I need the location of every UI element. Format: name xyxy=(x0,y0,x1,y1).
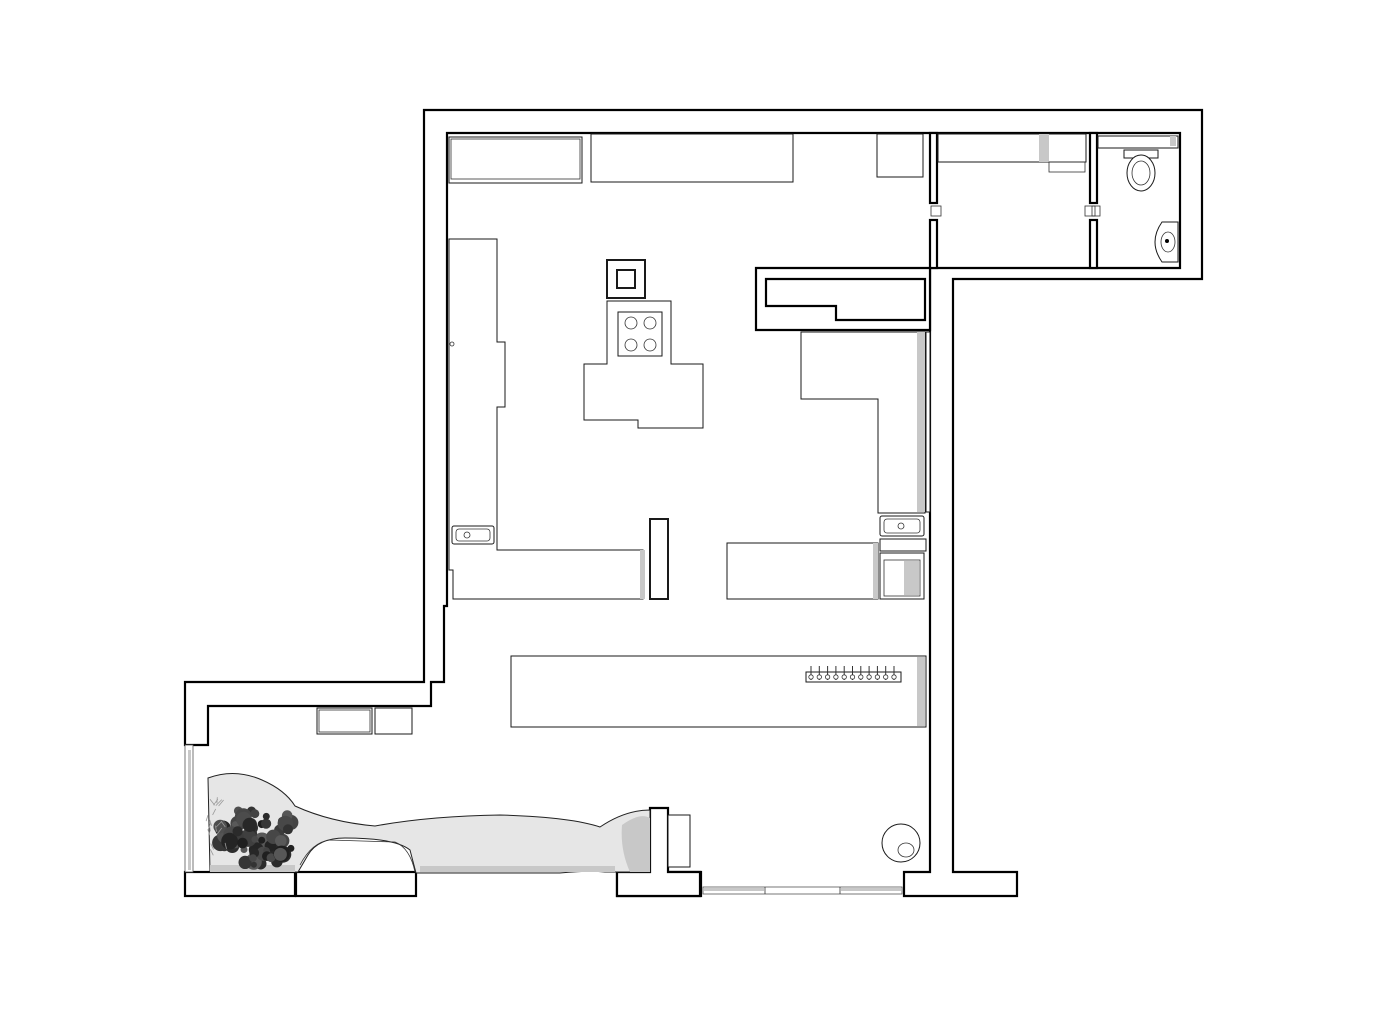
rack-peg-head xyxy=(866,674,872,680)
tree-branch xyxy=(209,849,214,856)
tree-leaf xyxy=(213,819,227,834)
toilet-shelf xyxy=(1097,135,1179,149)
tree-branch xyxy=(214,825,217,832)
sink-icon-right xyxy=(879,515,925,537)
tree-leaf xyxy=(275,835,287,847)
tree-leaf xyxy=(237,837,248,849)
rack-peg-head xyxy=(841,674,847,680)
rack-peg-head xyxy=(849,674,856,680)
storage-shelf-shade xyxy=(1039,134,1049,162)
bottom-wall-mid xyxy=(294,870,418,898)
tree-branch xyxy=(224,842,227,849)
tree-leaf xyxy=(242,817,257,833)
storage-box xyxy=(1048,161,1086,173)
tree-leaf xyxy=(250,861,257,868)
partition-wall-toilet xyxy=(1088,131,1099,205)
bottom-wall-left xyxy=(183,870,297,898)
rack-peg-head xyxy=(858,674,864,680)
tree-leaf xyxy=(287,844,295,852)
rack-peg-head xyxy=(891,674,897,680)
tree-branch xyxy=(209,819,213,827)
left-counter-with-sink xyxy=(448,238,645,600)
partition-wall-storage-low xyxy=(928,218,939,270)
tree-branch xyxy=(209,798,216,806)
appliance-box xyxy=(876,133,924,178)
range-hood xyxy=(606,259,646,299)
tree-branch xyxy=(212,808,217,816)
tree-leaf xyxy=(261,818,272,829)
storage-wall-block xyxy=(754,266,932,332)
washing-machine xyxy=(879,552,925,600)
kitchen-island-with-cooktop xyxy=(583,300,704,429)
tree-leaf xyxy=(258,836,266,844)
toilet-shelf-shade xyxy=(1170,136,1176,146)
tree-leaf xyxy=(262,812,270,820)
rack-peg-head xyxy=(874,674,881,680)
rack-peg-head xyxy=(833,674,839,680)
top-cabinet-left-inner xyxy=(450,138,581,180)
rack-peg-head xyxy=(883,674,889,680)
storage-door-hinge xyxy=(930,205,1096,217)
central-column xyxy=(649,518,669,600)
tree-leaf xyxy=(251,836,259,843)
top-cabinet-left xyxy=(448,136,583,184)
top-cabinet-center xyxy=(590,133,794,183)
tree-leaf xyxy=(250,809,260,819)
tree-leaf xyxy=(249,854,257,862)
rack-peg-head xyxy=(816,674,822,680)
rack-peg-head xyxy=(808,674,814,680)
round-table xyxy=(881,823,921,863)
storage-room xyxy=(930,133,1096,217)
right-counter-with-sink xyxy=(726,331,931,600)
exterior-walls xyxy=(183,108,1204,898)
washbasin-icon xyxy=(1154,221,1179,263)
planter-bed-with-tree xyxy=(205,773,651,874)
long-bench-table xyxy=(510,655,927,728)
sink-icon-left xyxy=(451,525,495,545)
tree-icon xyxy=(205,797,299,870)
tree-branch xyxy=(218,799,224,807)
top-cabinets xyxy=(448,133,924,184)
tree-leaf xyxy=(232,826,243,837)
tree-branch xyxy=(209,825,211,832)
toilet-icon xyxy=(1123,149,1159,192)
partition-wall-storage xyxy=(928,131,939,205)
partition-wall-toilet-low xyxy=(1088,218,1099,270)
toilet-door-hinge xyxy=(1091,205,1101,217)
tree-leaf xyxy=(283,824,293,835)
storage-shelf xyxy=(937,133,1087,163)
outer-wall xyxy=(183,108,1204,898)
rack-peg-head xyxy=(824,674,831,680)
entrance-door[interactable] xyxy=(702,886,903,895)
tree-leaf xyxy=(266,853,276,863)
tree-branch xyxy=(215,821,222,828)
rack-pegs xyxy=(808,666,897,680)
tree-branch xyxy=(205,814,209,822)
tree-branch xyxy=(207,829,211,836)
toilet-room xyxy=(1091,135,1179,263)
low-cabinets xyxy=(316,707,413,735)
cooktop-icon xyxy=(617,311,663,357)
display-rack xyxy=(805,666,902,683)
tree-branch xyxy=(210,843,214,850)
tree-branch xyxy=(216,827,223,835)
side-bench xyxy=(667,814,691,868)
tree-branch xyxy=(215,799,223,806)
tree-leaf xyxy=(238,855,252,870)
left-window xyxy=(184,744,194,873)
tree-leaf xyxy=(273,847,287,861)
